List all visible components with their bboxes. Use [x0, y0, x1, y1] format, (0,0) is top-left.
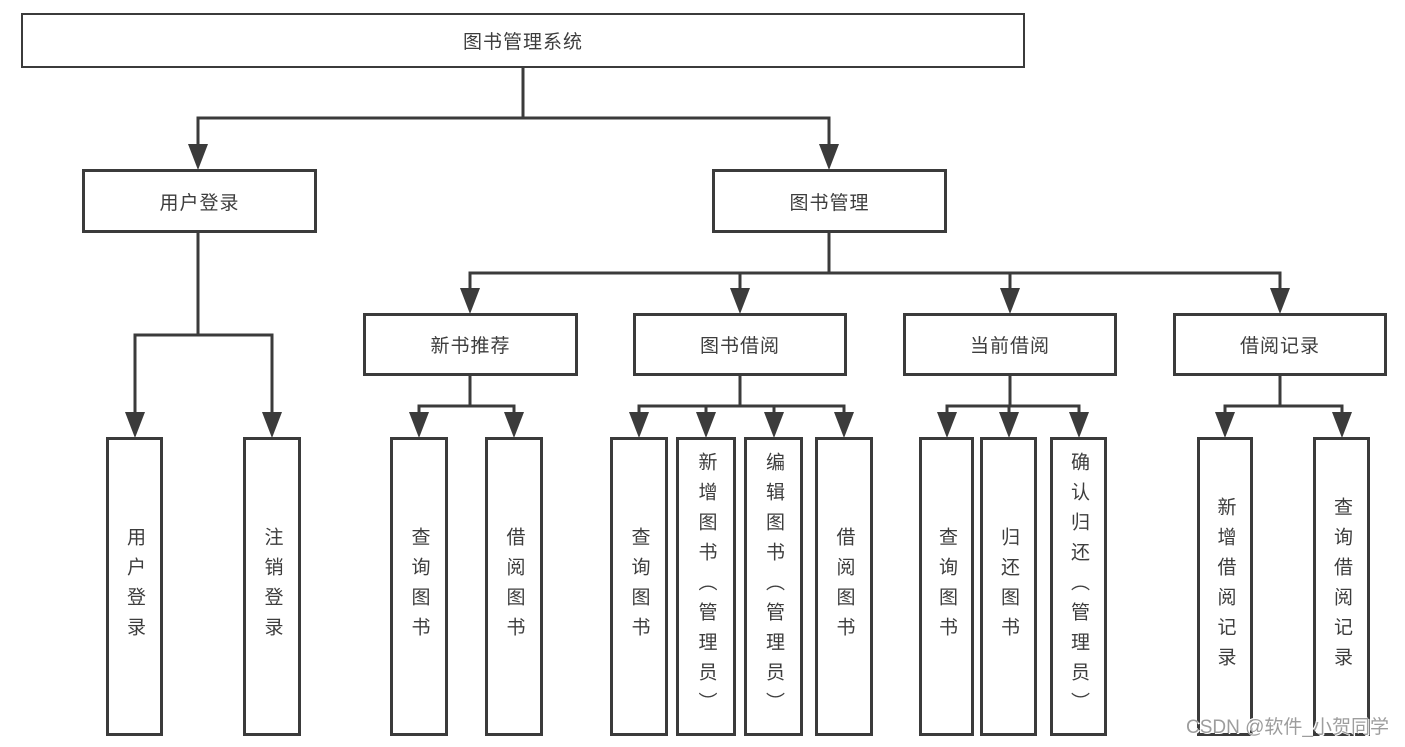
- node-current-borrow: 当前借阅: [903, 313, 1117, 376]
- leaf-add-book-admin: 新增图书（管理员）: [676, 437, 736, 736]
- leaf-query-book-under-recommend: 查询图书: [390, 437, 448, 736]
- leaf-borrow-book-under-borrow: 借阅图书: [815, 437, 873, 736]
- node-label: 归还图书: [998, 526, 1019, 647]
- node-label: 查询图书: [628, 526, 650, 647]
- node-label: 新增图书（管理员）: [695, 451, 717, 722]
- leaf-query-book-under-borrow: 查询图书: [610, 437, 668, 736]
- node-label: 当前借阅: [969, 336, 1050, 357]
- leaf-query-borrow-record: 查询借阅记录: [1313, 437, 1370, 736]
- node-label: 借阅记录: [1239, 336, 1320, 357]
- node-book-management: 图书管理: [712, 169, 947, 233]
- node-user-login: 用户登录: [82, 169, 317, 233]
- node-label: 确认归还（管理员）: [1068, 451, 1089, 722]
- leaf-edit-book-admin: 编辑图书（管理员）: [744, 437, 803, 736]
- leaf-user-login: 用户登录: [106, 437, 163, 736]
- leaf-confirm-return-admin: 确认归还（管理员）: [1050, 437, 1107, 736]
- node-label: 新书推荐: [430, 336, 511, 357]
- leaf-logout: 注销登录: [243, 437, 301, 736]
- node-label: 查询图书: [408, 526, 430, 647]
- node-label: 用户登录: [159, 192, 240, 214]
- node-new-book-recommend: 新书推荐: [363, 313, 578, 376]
- node-label: 编辑图书（管理员）: [763, 451, 784, 722]
- node-label: 图书管理: [789, 192, 870, 214]
- node-label: 查询借阅记录: [1331, 496, 1352, 677]
- leaf-borrow-book-under-recommend: 借阅图书: [485, 437, 543, 736]
- arrowheads: [125, 144, 1352, 438]
- node-root-system: 图书管理系统: [21, 13, 1025, 68]
- node-borrow-record: 借阅记录: [1173, 313, 1387, 376]
- leaf-add-borrow-record: 新增借阅记录: [1197, 437, 1253, 736]
- node-label: 用户登录: [124, 526, 145, 647]
- node-label: 借阅图书: [503, 526, 525, 647]
- node-label: 借阅图书: [833, 526, 855, 647]
- leaf-query-book-under-current: 查询图书: [919, 437, 974, 736]
- node-label: 注销登录: [261, 526, 283, 647]
- node-label: 新增借阅记录: [1214, 496, 1236, 677]
- node-label: 查询图书: [936, 526, 957, 647]
- csdn-watermark: CSDN @软件_小贺同学: [1186, 717, 1389, 738]
- leaf-return-book: 归还图书: [980, 437, 1037, 736]
- node-label: 图书管理系统: [462, 32, 583, 53]
- node-book-borrow: 图书借阅: [633, 313, 847, 376]
- node-label: 图书借阅: [699, 336, 780, 357]
